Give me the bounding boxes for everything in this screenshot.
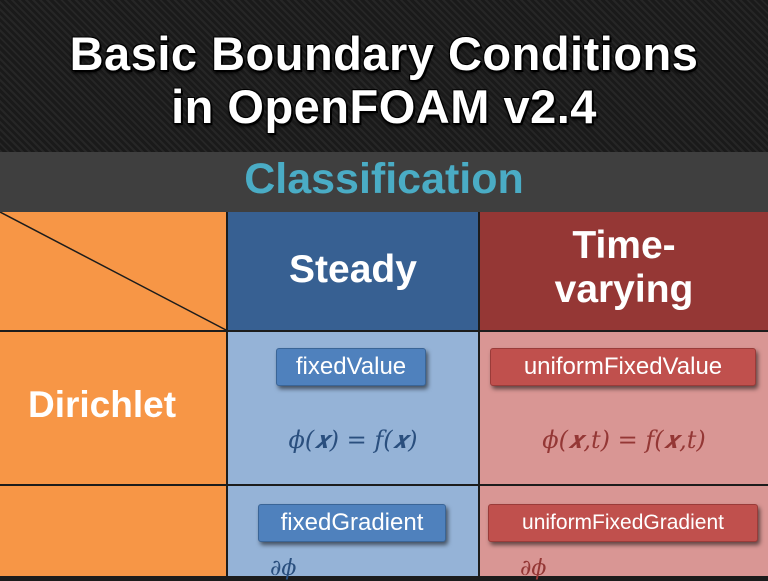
- formula-dirichlet-steady: ϕ(𝒙) = 𝑓(𝒙): [288, 426, 418, 454]
- row-label-dirichlet: Dirichlet: [28, 384, 177, 425]
- row-header-neumann: [0, 486, 228, 576]
- bc-chip-fixedvalue: fixedValue: [276, 348, 426, 386]
- cell-neumann-steady: fixedGradient ∂ϕ: [228, 486, 480, 581]
- cell-neumann-time-varying: uniformFixedGradient ∂ϕ: [480, 486, 768, 581]
- title-banner: Basic Boundary Conditions in OpenFOAM v2…: [0, 0, 768, 152]
- bc-chip-uniformfixedvalue: uniformFixedValue: [490, 348, 756, 386]
- cell-dirichlet-time-varying: uniformFixedValue ϕ(𝒙,𝑡) = 𝑓(𝒙,𝑡): [480, 332, 768, 486]
- column-header-steady: Steady: [228, 212, 480, 332]
- subtitle: Classification: [244, 155, 524, 203]
- time-varying-line-1: Time-: [572, 224, 676, 267]
- column-header-time-varying: Time- varying: [480, 212, 768, 332]
- column-header-steady-label: Steady: [289, 248, 417, 291]
- diagonal-divider: [0, 212, 227, 331]
- title-line-1: Basic Boundary Conditions: [69, 27, 699, 80]
- title-line-2: in OpenFOAM v2.4: [171, 80, 597, 133]
- formula-dirichlet-time-varying: ϕ(𝒙,𝑡) = 𝑓(𝒙,𝑡): [542, 426, 706, 454]
- column-header-time-varying-label: Time- varying: [480, 224, 768, 312]
- table-corner-cell: [0, 212, 228, 332]
- bc-chip-fixedgradient: fixedGradient: [258, 504, 446, 542]
- formula-neumann-steady-partial: ∂ϕ: [270, 556, 297, 581]
- cell-dirichlet-steady: fixedValue ϕ(𝒙) = 𝑓(𝒙): [228, 332, 480, 486]
- bc-chip-uniformfixedgradient: uniformFixedGradient: [488, 504, 758, 542]
- time-varying-line-2: varying: [554, 268, 694, 311]
- row-header-dirichlet: Dirichlet: [0, 332, 228, 486]
- subtitle-bar: [0, 152, 768, 212]
- formula-neumann-time-varying-partial: ∂ϕ: [520, 556, 547, 581]
